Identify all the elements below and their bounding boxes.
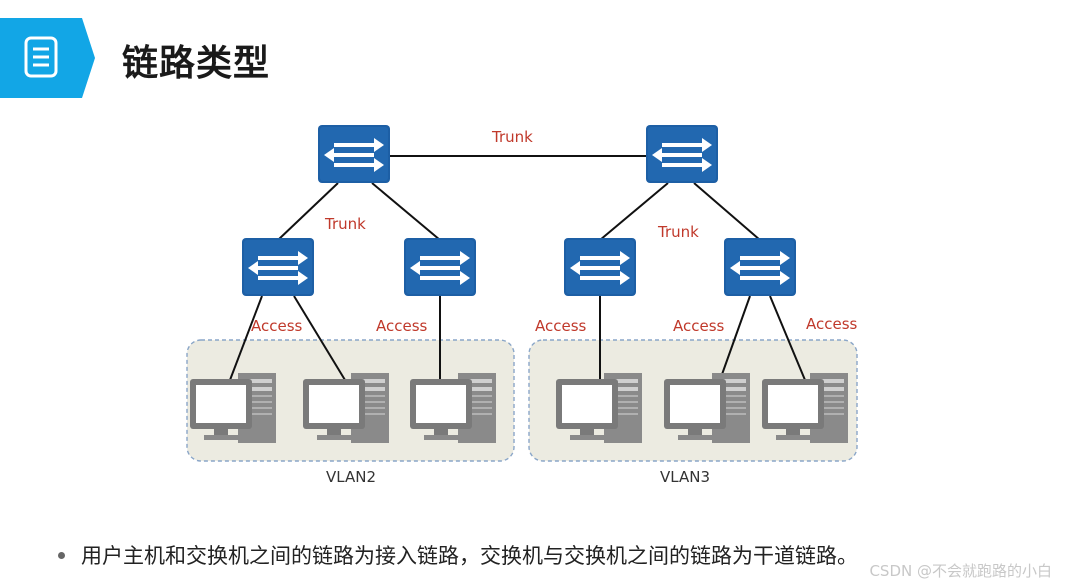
access-link-2 [293, 295, 346, 381]
trunk-label-left: Trunk [324, 215, 366, 233]
bullet-dot-icon [58, 551, 65, 559]
trunk-link-left-b [371, 182, 441, 241]
access-label-1: Access [251, 317, 303, 335]
trunk-label-right: Trunk [657, 223, 699, 241]
section-header-icon-bar [0, 18, 95, 98]
access-switch-2 [402, 236, 478, 298]
vlan2-label: VLAN2 [326, 468, 376, 486]
access-link-5 [719, 295, 751, 381]
core-switch-left [316, 123, 392, 185]
trunk-link-left-a [277, 182, 339, 241]
access-label-5: Access [806, 315, 858, 333]
access-switch-3 [562, 236, 638, 298]
trunk-link-right-b [693, 182, 761, 241]
trunk-label-core: Trunk [491, 128, 533, 146]
trunk-link-right-a [599, 182, 669, 241]
access-switch-1 [240, 236, 316, 298]
access-link-6 [769, 295, 806, 381]
watermark: CSDN @不会就跑路的小白 [869, 562, 1052, 580]
bullet-text: 用户主机和交换机之间的链路为接入链路，交换机与交换机之间的链路为干道链路。 [81, 544, 858, 568]
access-label-2: Access [376, 317, 428, 335]
access-label-3: Access [535, 317, 587, 335]
access-link-1 [229, 295, 263, 381]
bullet-point: 用户主机和交换机之间的链路为接入链路，交换机与交换机之间的链路为干道链路。 [58, 540, 858, 570]
vlan3-label: VLAN3 [660, 468, 710, 486]
core-switch-right [644, 123, 720, 185]
access-switch-4 [722, 236, 798, 298]
page-title: 链路类型 [122, 43, 271, 84]
access-label-4: Access [673, 317, 725, 335]
document-icon [24, 36, 58, 78]
